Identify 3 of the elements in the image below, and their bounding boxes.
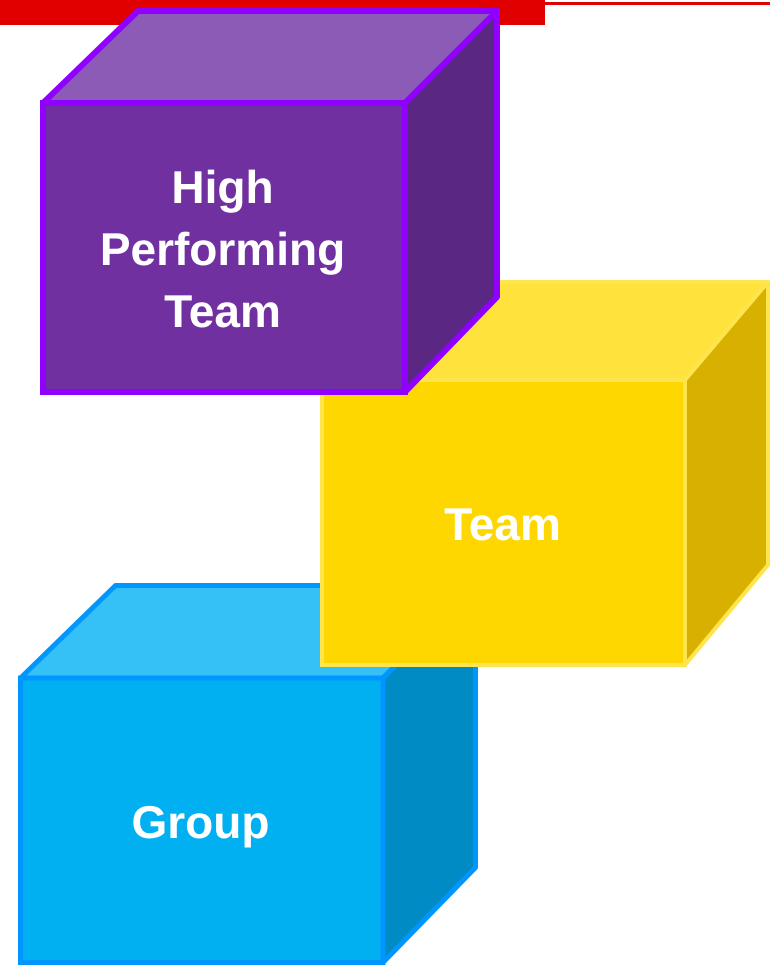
cube-label: Group — [130, 794, 270, 850]
cube-label: Team — [443, 496, 562, 552]
cube-label: High Performing Team — [98, 160, 346, 339]
